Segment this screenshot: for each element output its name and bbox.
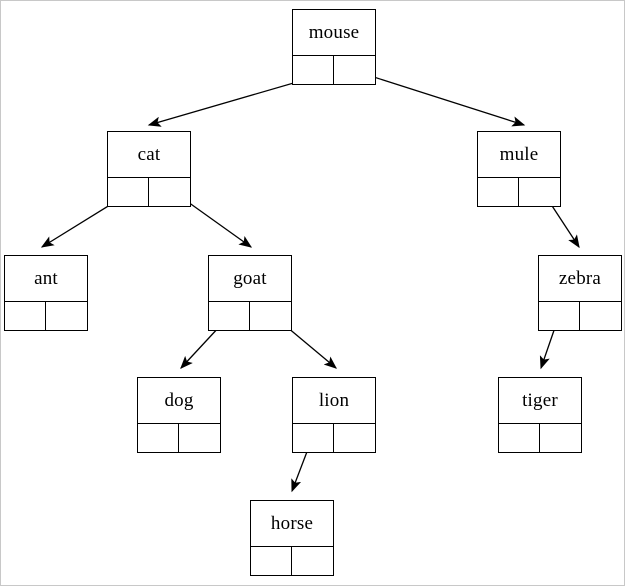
right-pointer-cell[interactable] bbox=[149, 178, 190, 206]
edge-mouse-mule bbox=[354, 70, 526, 127]
node-pointer-row bbox=[209, 302, 291, 330]
right-pointer-cell[interactable] bbox=[179, 424, 220, 452]
node-label: tiger bbox=[499, 378, 581, 424]
left-pointer-cell[interactable] bbox=[293, 56, 334, 84]
tree-node-ant[interactable]: ant bbox=[4, 255, 88, 331]
right-pointer-cell[interactable] bbox=[46, 302, 87, 330]
left-pointer-cell[interactable] bbox=[539, 302, 580, 330]
node-label: zebra bbox=[539, 256, 621, 302]
left-pointer-cell[interactable] bbox=[499, 424, 540, 452]
node-label: mouse bbox=[293, 10, 375, 56]
right-pointer-cell[interactable] bbox=[580, 302, 621, 330]
left-pointer-cell[interactable] bbox=[251, 547, 292, 575]
tree-node-mouse[interactable]: mouse bbox=[292, 9, 376, 85]
right-pointer-cell[interactable] bbox=[250, 302, 291, 330]
node-pointer-row bbox=[293, 424, 375, 452]
node-pointer-row bbox=[251, 547, 333, 575]
node-label: goat bbox=[209, 256, 291, 302]
tree-node-lion[interactable]: lion bbox=[292, 377, 376, 453]
node-pointer-row bbox=[293, 56, 375, 84]
node-label: ant bbox=[5, 256, 87, 302]
tree-node-tiger[interactable]: tiger bbox=[498, 377, 582, 453]
node-pointer-row bbox=[539, 302, 621, 330]
tree-node-goat[interactable]: goat bbox=[208, 255, 292, 331]
node-label: cat bbox=[108, 132, 190, 178]
right-pointer-cell[interactable] bbox=[540, 424, 581, 452]
right-pointer-cell[interactable] bbox=[334, 56, 375, 84]
left-pointer-cell[interactable] bbox=[293, 424, 334, 452]
tree-node-mule[interactable]: mule bbox=[477, 131, 561, 207]
left-pointer-cell[interactable] bbox=[108, 178, 149, 206]
left-pointer-cell[interactable] bbox=[138, 424, 179, 452]
tree-node-dog[interactable]: dog bbox=[137, 377, 221, 453]
node-pointer-row bbox=[108, 178, 190, 206]
tree-node-cat[interactable]: cat bbox=[107, 131, 191, 207]
left-pointer-cell[interactable] bbox=[5, 302, 46, 330]
right-pointer-cell[interactable] bbox=[334, 424, 375, 452]
node-label: mule bbox=[478, 132, 560, 178]
left-pointer-cell[interactable] bbox=[209, 302, 250, 330]
right-pointer-cell[interactable] bbox=[519, 178, 560, 206]
left-pointer-cell[interactable] bbox=[478, 178, 519, 206]
node-label: horse bbox=[251, 501, 333, 547]
right-pointer-cell[interactable] bbox=[292, 547, 333, 575]
node-pointer-row bbox=[138, 424, 220, 452]
tree-node-horse[interactable]: horse bbox=[250, 500, 334, 576]
node-pointer-row bbox=[499, 424, 581, 452]
node-pointer-row bbox=[5, 302, 87, 330]
node-pointer-row bbox=[478, 178, 560, 206]
node-label: dog bbox=[138, 378, 220, 424]
node-label: lion bbox=[293, 378, 375, 424]
tree-node-zebra[interactable]: zebra bbox=[538, 255, 622, 331]
